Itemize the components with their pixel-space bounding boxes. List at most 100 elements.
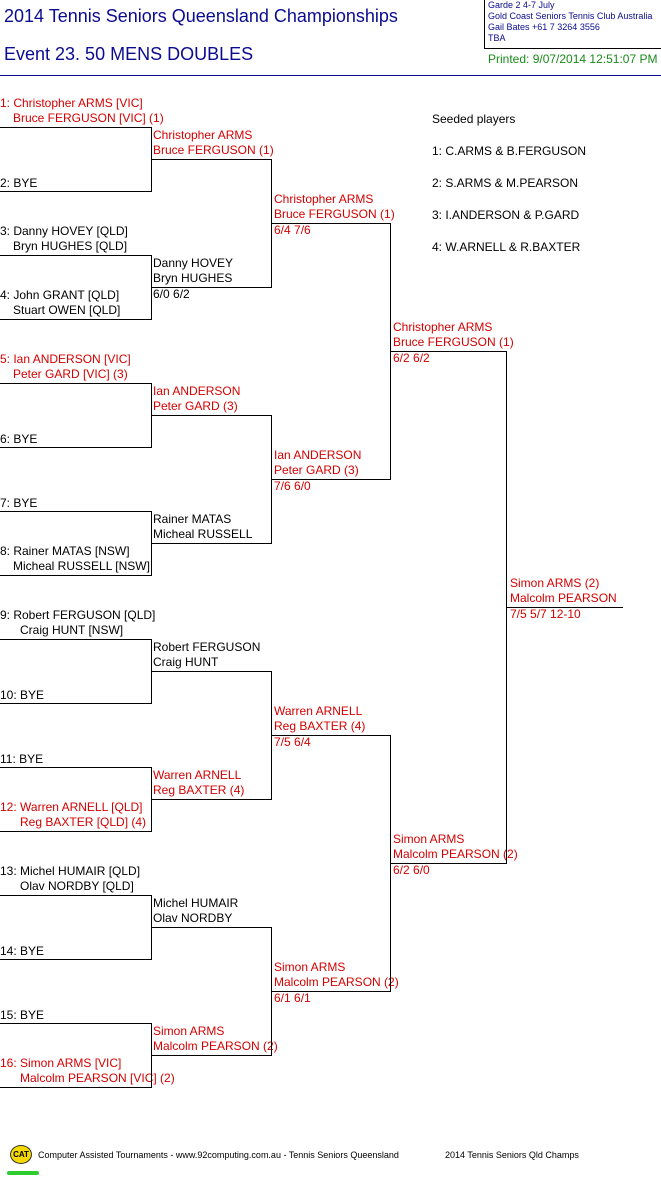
match-score: 7/5 6/4 [274,735,311,749]
bracket-line [0,447,152,448]
draw-entry: 7: BYE [0,496,38,510]
round2-winner: Simon ARMS [153,1024,225,1038]
round2-winner-partner: Reg BAXTER (4) [153,783,245,797]
final-score: 7/5 5/7 12-10 [510,607,581,621]
round2-winner: Danny HOVEY [153,256,234,270]
semifinal-winner-partner: Bruce FERGUSON (1) [393,335,514,349]
match-score: 6/1 6/1 [274,991,311,1005]
bracket-line [151,255,152,320]
bracket-line [272,991,390,992]
info-line: Gold Coast Seniors Tennis Club Australia [488,11,653,21]
round3-winner: Simon ARMS [274,960,346,974]
round3-winner: Warren ARNELL [274,704,363,718]
bracket-line [0,959,152,960]
bracket-line [152,159,272,160]
draw-entry-partner: Micheal RUSSELL [NSW] [13,559,150,573]
bracket-line [271,159,272,288]
round3-winner: Christopher ARMS [274,192,374,206]
cat-logo-bar [7,1171,39,1175]
round2-winner: Christopher ARMS [153,128,253,142]
round3-winner-partner: Bruce FERGUSON (1) [274,207,395,221]
draw-entry: 11: BYE [0,752,44,766]
bracket-line [152,287,272,288]
draw-entry: 5: Ian ANDERSON [VIC] [0,352,131,366]
match-score: 7/6 6/0 [274,479,311,493]
bracket-line [151,639,152,704]
draw-entry-partner: Stuart OWEN [QLD] [13,303,121,317]
footer-credit: Computer Assisted Tournaments - www.92co… [38,1150,399,1160]
round3-winner-partner: Malcolm PEARSON (2) [274,975,399,989]
bracket-line [152,927,272,928]
bracket-line [271,927,272,1056]
draw-entry: 1: Christopher ARMS [VIC] [0,96,143,110]
bracket-line [152,543,272,544]
seeded-heading: Seeded players [432,112,516,126]
draw-entry: 6: BYE [0,432,38,446]
round3-winner-partner: Reg BAXTER (4) [274,719,366,733]
draw-entry-partner: Bryn HUGHES [QLD] [13,239,128,253]
bracket-line [152,1055,272,1056]
draw-entry-partner: Olav NORDBY [QLD] [20,879,134,893]
draw-entry-partner: Craig HUNT [NSW] [20,623,124,637]
bracket-line [152,671,272,672]
round2-winner-partner: Peter GARD (3) [153,399,238,413]
bracket-line [0,191,152,192]
seed-entry: 1: C.ARMS & B.FERGUSON [432,144,587,158]
draw-entry: 12: Warren ARNELL [QLD] [0,800,143,814]
draw-entry: 9: Robert FERGUSON [QLD] [0,608,156,622]
draw-entry: 16: Simon ARMS [VIC] [0,1056,122,1070]
draw-entry: 14: BYE [0,944,45,958]
bracket-line [391,863,507,864]
bracket-line [0,319,152,320]
round3-winner-partner: Peter GARD (3) [274,463,359,477]
draw-entry: 2: BYE [0,176,38,190]
bracket-line [151,767,152,832]
info-line: TBA [488,33,506,43]
bracket-line [272,735,390,736]
bracket-line [151,1023,152,1088]
printed-timestamp: Printed: 9/07/2014 12:51:07 PM [488,52,658,66]
bracket-line [0,767,152,768]
bracket-line [0,383,152,384]
bracket-line [391,351,507,352]
seed-entry: 3: I.ANDERSON & P.GARD [432,208,580,222]
draw-entry: 8: Rainer MATAS [NSW] [0,544,130,558]
info-box: Garde 2 4-7 July Gold Coast Seniors Tenn… [484,0,661,49]
info-line: Garde 2 4-7 July [488,0,555,10]
bracket-line [151,895,152,960]
bracket-line [272,479,390,480]
semifinal-winner-partner: Malcolm PEARSON (2) [393,847,518,861]
event-title: Event 23. 50 MENS DOUBLES [4,44,254,64]
match-score: 6/0 6/2 [153,287,190,301]
round2-winner-partner: Olav NORDBY [153,911,233,925]
round2-winner: Ian ANDERSON [153,384,241,398]
semifinal-winner: Christopher ARMS [393,320,493,334]
draw-entry-partner: Peter GARD [VIC] (3) [13,367,128,381]
round2-winner-partner: Micheal RUSSELL [153,527,253,541]
match-score: 6/4 7/6 [274,223,311,237]
bracket-line [0,639,152,640]
bracket-line [152,415,272,416]
info-line: Gail Bates +61 7 3264 3556 [488,22,600,32]
bracket-line [0,127,152,128]
cat-logo-icon: CAT [10,1145,32,1164]
tournament-title: 2014 Tennis Seniors Queensland Champions… [4,6,398,26]
bracket-line [390,223,391,480]
bracket-line [0,1087,152,1088]
match-score: 6/2 6/0 [393,863,430,877]
bracket-line [272,223,390,224]
champion: Simon ARMS (2) [510,576,600,590]
round2-winner: Michel HUMAIR [153,896,239,910]
bracket-line [0,831,152,832]
draw-entry-partner: Reg BAXTER [QLD] (4) [20,815,147,829]
bracket-line [0,255,152,256]
draw-entry: 3: Danny HOVEY [QLD] [0,224,128,238]
draw-entry: 10: BYE [0,688,45,702]
draw-entry: 15: BYE [0,1008,45,1022]
round2-winner-partner: Bryn HUGHES [153,271,233,285]
round2-winner: Warren ARNELL [153,768,242,782]
bracket-line [151,127,152,192]
bracket-line [0,511,152,512]
round3-winner: Ian ANDERSON [274,448,362,462]
round2-winner: Robert FERGUSON [153,640,261,654]
